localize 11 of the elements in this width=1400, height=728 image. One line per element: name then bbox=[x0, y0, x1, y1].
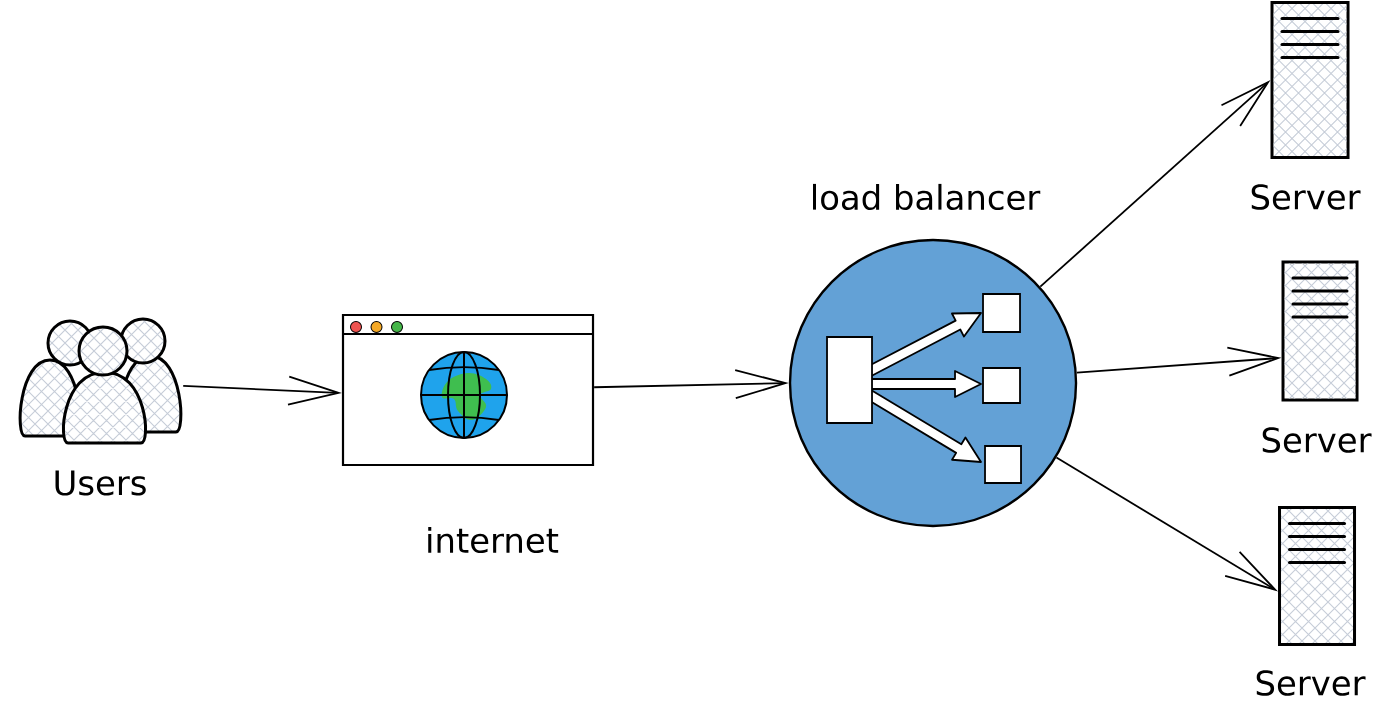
arrow bbox=[1039, 80, 1271, 288]
node-label: Users bbox=[55, 470, 146, 496]
arrow bbox=[182, 375, 342, 406]
node-label: load balancer bbox=[813, 183, 1041, 211]
node-label: Server bbox=[1262, 427, 1372, 453]
arrow bbox=[1055, 456, 1278, 592]
node-label: internet bbox=[428, 526, 559, 554]
node-label: Server bbox=[1251, 184, 1361, 210]
arrow bbox=[1075, 346, 1282, 377]
arrow bbox=[593, 369, 789, 400]
node-label: Server bbox=[1256, 670, 1366, 696]
